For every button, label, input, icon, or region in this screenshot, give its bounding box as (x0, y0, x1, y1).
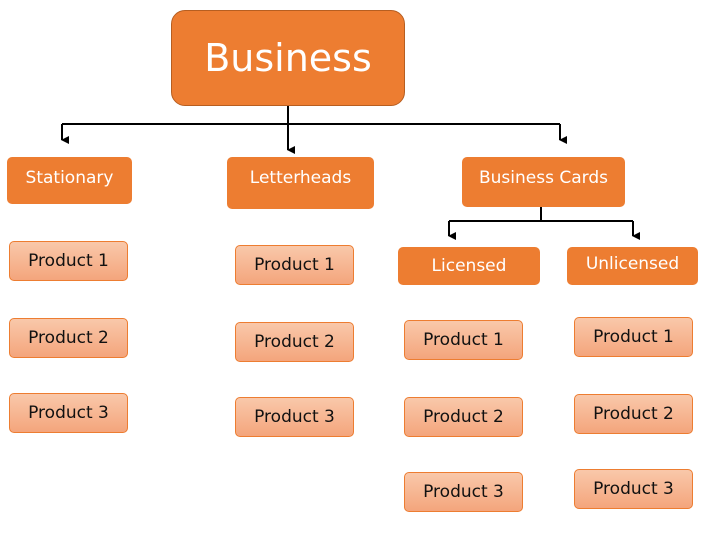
business-cards-category-label: Business Cards (479, 168, 608, 188)
unlicensed-product-1-label: Product 1 (593, 327, 674, 347)
licensed-product-2-node: Product 2 (404, 397, 523, 437)
stationary-product-3-label: Product 3 (28, 403, 109, 423)
stationary-category-node: Stationary (7, 157, 132, 204)
business-root-node: Business (171, 10, 405, 106)
licensed-product-3-label: Product 3 (423, 482, 504, 502)
unlicensed-subcategory-node: Unlicensed (567, 247, 698, 285)
unlicensed-subcategory-label: Unlicensed (585, 254, 680, 274)
unlicensed-product-2-node: Product 2 (574, 394, 693, 434)
letterheads-product-1-node: Product 1 (235, 245, 354, 285)
licensed-subcategory-label: Licensed (431, 256, 507, 276)
stationary-category-label: Stationary (25, 167, 114, 188)
unlicensed-product-3-node: Product 3 (574, 469, 693, 509)
licensed-product-1-label: Product 1 (423, 330, 504, 350)
stationary-product-2-label: Product 2 (28, 328, 109, 348)
unlicensed-product-2-label: Product 2 (593, 404, 674, 424)
business-root-label: Business (204, 36, 372, 80)
business-cards-category-node: Business Cards (462, 157, 625, 207)
letterheads-product-3-node: Product 3 (235, 397, 354, 437)
letterheads-product-2-label: Product 2 (254, 332, 335, 352)
licensed-product-2-label: Product 2 (423, 407, 504, 427)
stationary-product-1-label: Product 1 (28, 251, 109, 271)
unlicensed-product-3-label: Product 3 (593, 479, 674, 499)
letterheads-product-1-label: Product 1 (254, 255, 335, 275)
letterheads-product-2-node: Product 2 (235, 322, 354, 362)
licensed-product-1-node: Product 1 (404, 320, 523, 360)
letterheads-product-3-label: Product 3 (254, 407, 335, 427)
unlicensed-product-1-node: Product 1 (574, 317, 693, 357)
stationary-product-2-node: Product 2 (9, 318, 128, 358)
licensed-subcategory-node: Licensed (398, 247, 540, 285)
letterheads-category-label: Letterheads (249, 168, 352, 188)
licensed-product-3-node: Product 3 (404, 472, 523, 512)
stationary-product-1-node: Product 1 (9, 241, 128, 281)
stationary-product-3-node: Product 3 (9, 393, 128, 433)
letterheads-category-node: Letterheads (227, 157, 374, 209)
